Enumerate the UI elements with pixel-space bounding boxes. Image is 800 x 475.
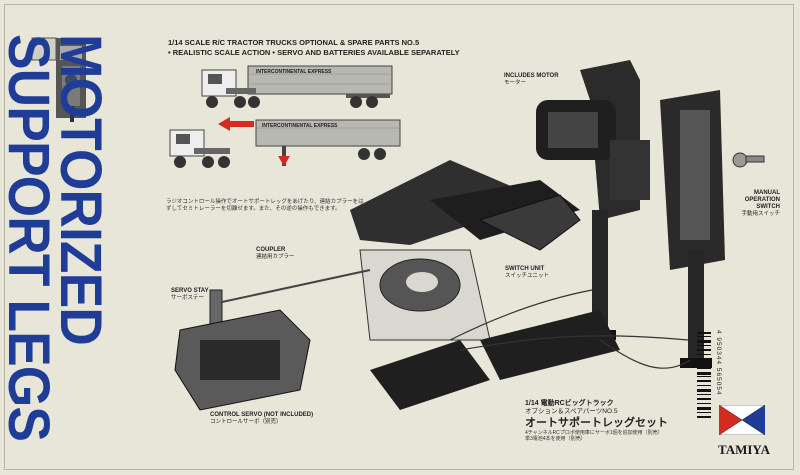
- jp-note-2: 単3電池4本を使用（別売）: [525, 436, 586, 442]
- label-coupler: COUPLER 連結用カプラー: [256, 247, 295, 260]
- motor-assembly: [536, 60, 765, 368]
- title-line-2: SUPPORT LEGS: [0, 34, 61, 442]
- tamiya-star-icon: [718, 404, 766, 436]
- barcode: [697, 332, 711, 418]
- jp-note-1: 4チャンネルRCプロポ使用車にサーボ1個を追加使用（別売）: [525, 430, 663, 436]
- label-switch-unit: SWITCH UNIT スイッチユニット: [505, 266, 550, 279]
- brand-name: TAMIYA: [717, 442, 770, 457]
- parts-illustration: [174, 60, 765, 411]
- jp-description: ラジオコントロール操作でオートサポートレッグをあげたり、連結カプラーをはずしてセ…: [166, 199, 364, 212]
- trailer-logo-bottom: INTERCONTINENTAL EXPRESS: [262, 123, 338, 129]
- label-manual-switch: MANUAL OPERATION SWITCH 手動用スイッチ: [741, 190, 780, 217]
- jp-line-1: 1/14 電動RCビッグトラック: [525, 400, 614, 407]
- header-text: 1/14 SCALE R/C TRACTOR TRUCKS OPTIONAL &…: [168, 38, 460, 58]
- vertical-title: MOTORIZED SUPPORT LEGS: [0, 34, 113, 474]
- box-frame: [4, 4, 794, 470]
- jp-product-name: オートサポートレッグセット: [525, 417, 668, 429]
- header-line-1: 1/14 SCALE R/C TRACTOR TRUCKS OPTIONAL &…: [168, 38, 420, 47]
- product-thumbnail: [31, 37, 86, 122]
- label-control-servo: CONTROL SERVO (NOT INCLUDED) コントロールサーボ（別…: [210, 412, 314, 425]
- title-line-1: MOTORIZED: [48, 34, 113, 345]
- trailer-logo-top: INTERCONTINENTAL EXPRESS: [256, 69, 332, 75]
- truck-illustration-top: INTERCONTINENTAL EXPRESS: [201, 65, 393, 108]
- header-line-2: • REALISTIC SCALE ACTION • SERVO AND BAT…: [168, 48, 460, 57]
- jp-line-2: オプション＆スペアパーツNO.5: [525, 408, 618, 415]
- direction-arrow: [218, 117, 254, 131]
- tamiya-logo: TAMIYA: [705, 404, 783, 458]
- truck-illustration-bottom: INTERCONTINENTAL EXPRESS: [169, 119, 401, 168]
- label-motor: INCLUDES MOTOR モーター: [504, 73, 559, 86]
- jp-product-block: 1/14 電動RCビッグトラック オプション＆スペアパーツNO.5 オートサポー…: [525, 399, 725, 442]
- label-servo-stay: SERVO STAY サーボステー: [171, 288, 209, 301]
- barcode-number: 4 950344 565054: [715, 330, 722, 396]
